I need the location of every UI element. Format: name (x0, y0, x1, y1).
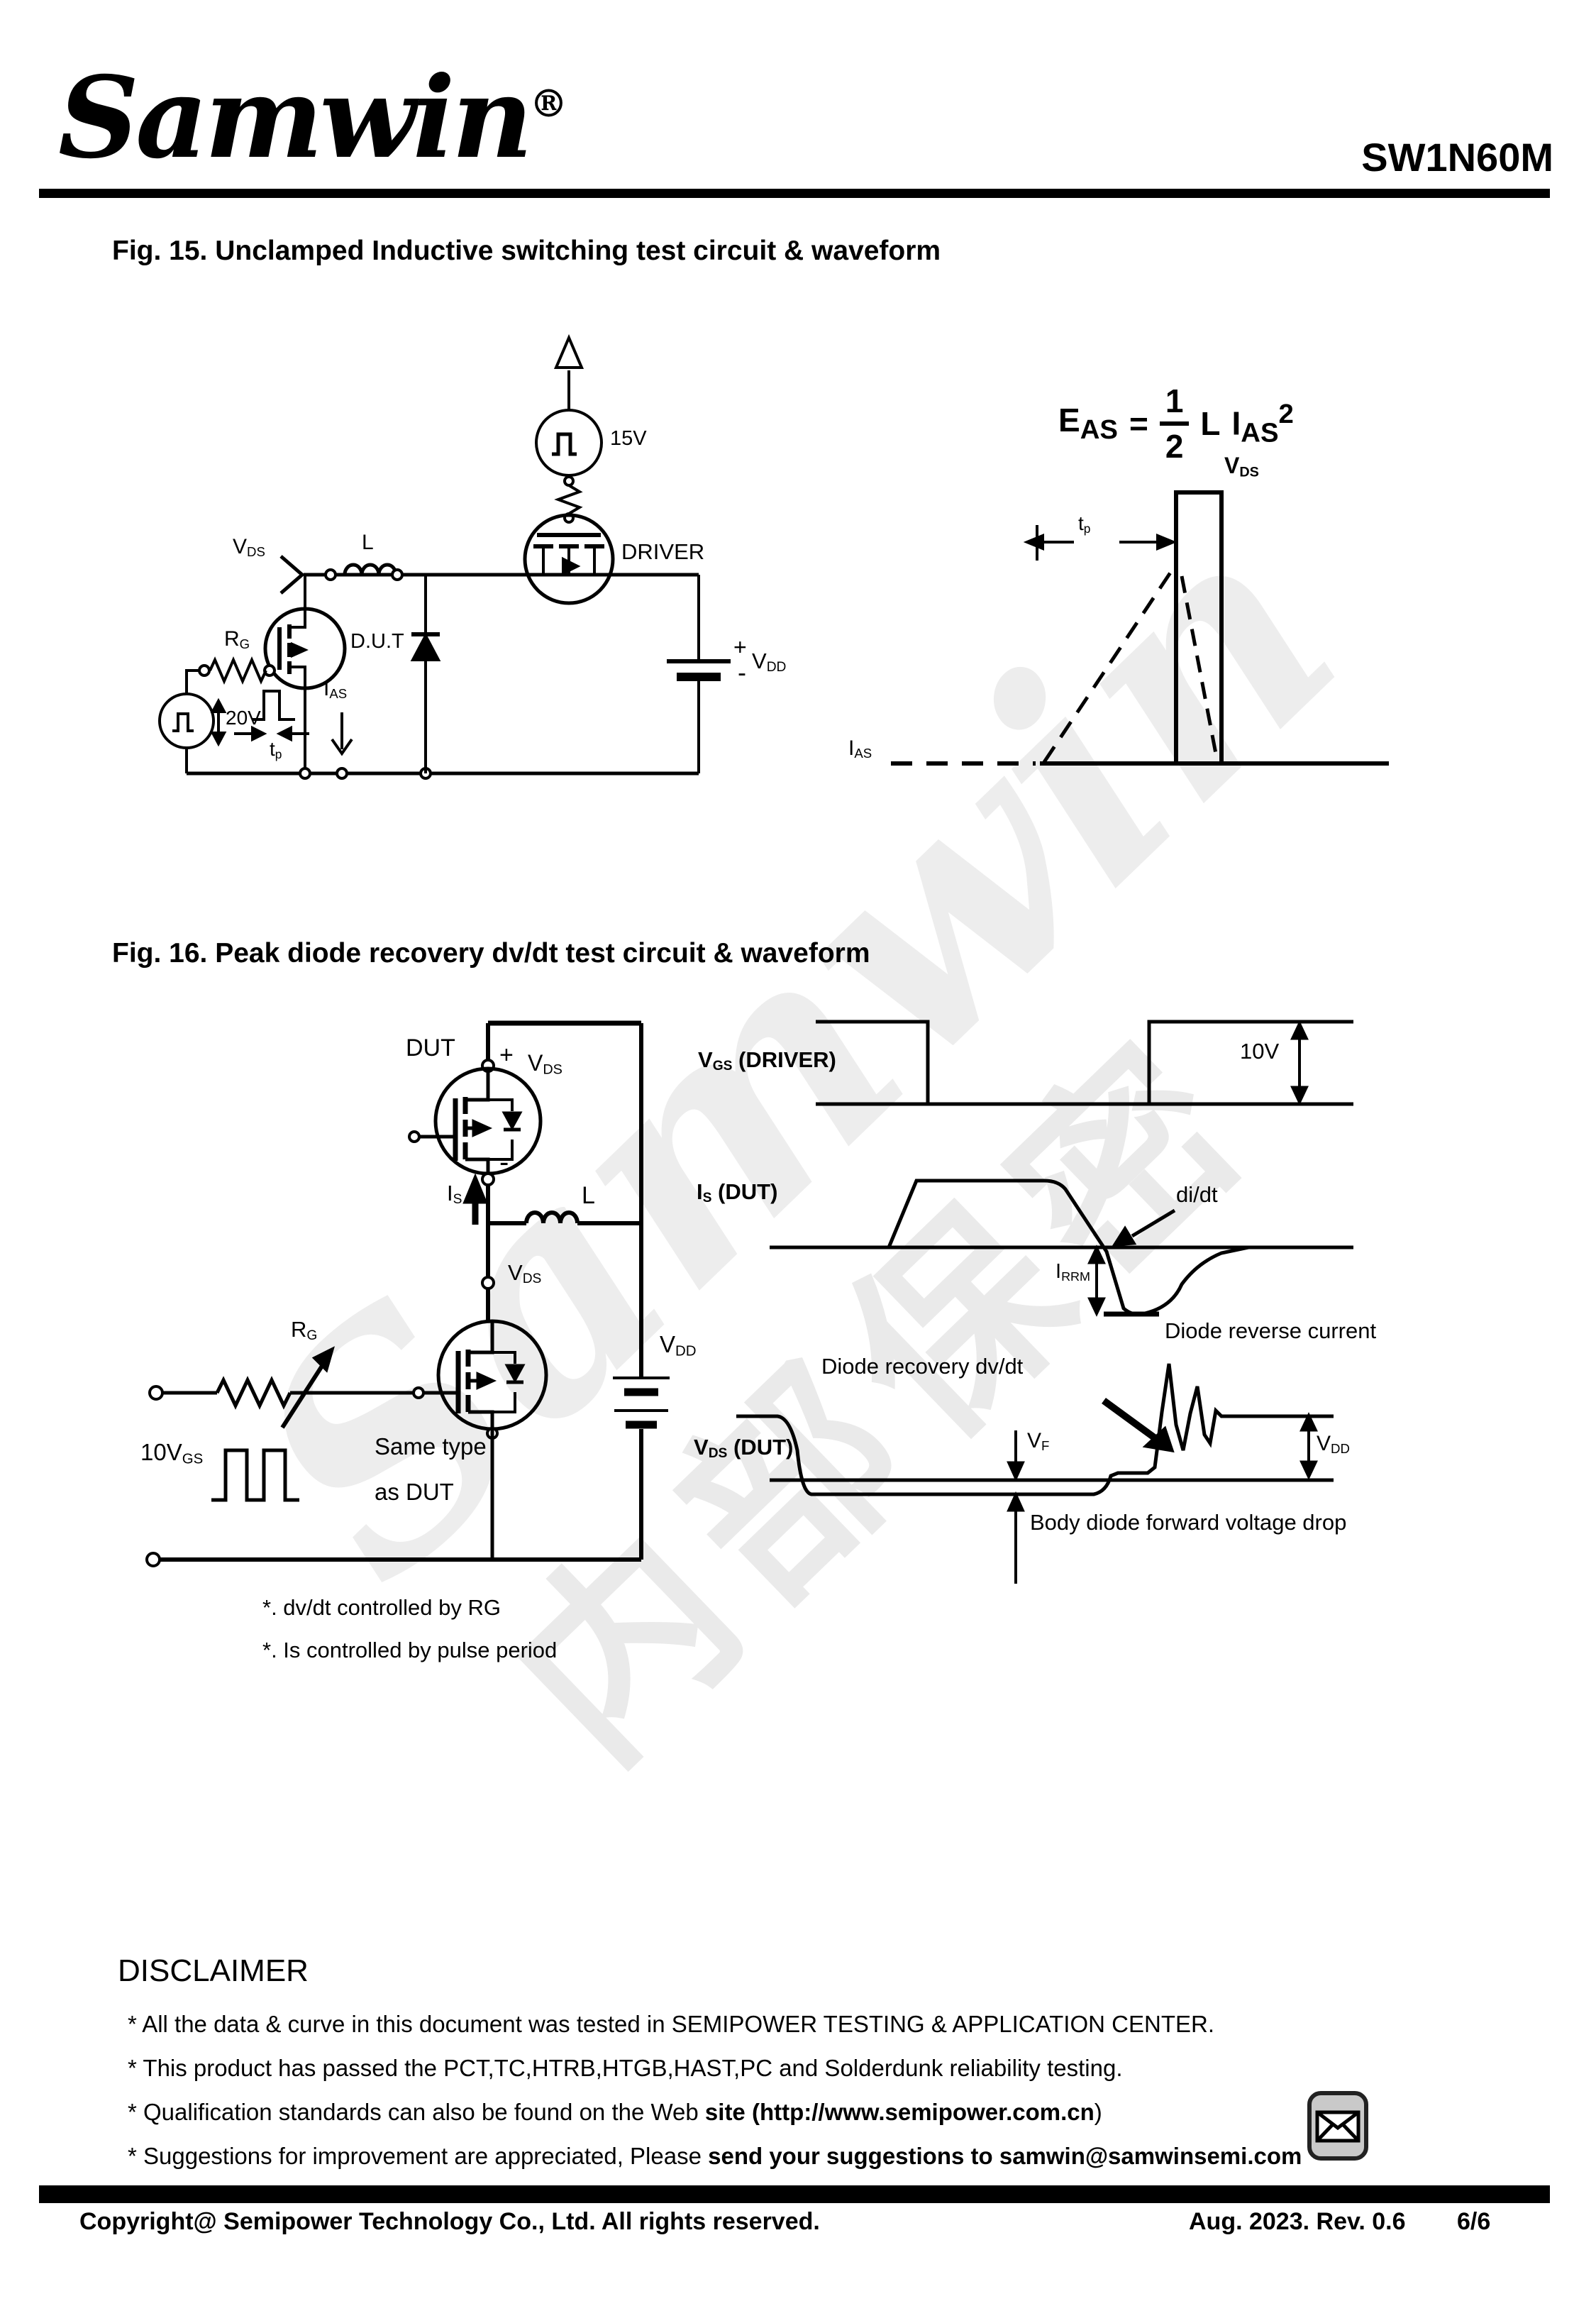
vds-probe-arrow-icon (279, 555, 305, 595)
dut-label: D.U.T (350, 630, 404, 653)
10v-label: 10V (1240, 1039, 1280, 1064)
fig16-rg-label: RG (291, 1317, 318, 1344)
rg-label: RG (224, 627, 250, 652)
ias-waveform-label: IAS (848, 737, 872, 761)
footer-copyright: Copyright@ Semipower Technology Co., Ltd… (79, 2208, 820, 2235)
fig16-circuit-and-waveform-graphic (145, 1020, 1353, 1584)
same-type-label: Same type (375, 1433, 487, 1460)
vgs-driver-label: VGS (DRIVER) (698, 1047, 836, 1074)
is-dut-waveform (770, 1179, 1353, 1317)
inductor-coil (343, 563, 398, 575)
dut-mosfet (263, 575, 347, 773)
tp-pulse-annotation (234, 690, 309, 742)
vdd-waveform-label: VDD (1317, 1432, 1350, 1457)
fig16-minus-label: - (499, 1147, 509, 1178)
company-logo: Samwin® (58, 53, 568, 184)
body-diode-label: Body diode forward voltage drop (1030, 1510, 1347, 1535)
vdd-label: VDD (752, 649, 787, 675)
footer-rule (39, 2185, 1550, 2203)
disclaimer-line-4: * Suggestions for improvement are apprec… (128, 2143, 1302, 2169)
vds-waveform-label: VDS (1224, 453, 1259, 480)
pulse-source-15v (535, 409, 603, 477)
rg-resistor (209, 656, 267, 685)
fig16-title: Fig. 16. Peak diode recovery dv/dt test … (112, 938, 870, 969)
fig16-rg-resistor (215, 1376, 292, 1410)
supply-arrow-icon (553, 333, 584, 410)
didt-label: di/dt (1176, 1182, 1218, 1207)
ias-circuit-label: IAS (323, 677, 348, 702)
variable-resistor-arrow-icon (280, 1346, 335, 1429)
header-rule (39, 189, 1550, 198)
same-type-mosfet (412, 1319, 548, 1560)
footer-page-number: 6/6 (1457, 2208, 1491, 2235)
disclaimer-line-2: * This product has passed the PCT,TC,HTR… (128, 2055, 1123, 2081)
20v-span-arrow-icon (210, 697, 227, 747)
diode-reverse-current-label: Diode reverse current (1165, 1318, 1377, 1343)
fig16-vds-mid-label: VDS (508, 1260, 542, 1287)
registered-mark-icon: ® (529, 81, 568, 126)
irrm-label: IRRM (1055, 1260, 1090, 1284)
tp-circuit-label: tp (270, 738, 282, 761)
v20-label: 20V (226, 707, 261, 729)
gate-resistor-squiggle (554, 484, 583, 515)
disclaimer-heading: DISCLAIMER (118, 1953, 309, 1988)
vdd-battery (667, 575, 731, 773)
mail-icon[interactable] (1307, 2090, 1369, 2165)
is-dut-label: IS (DUT) (697, 1179, 778, 1206)
fig15-waveform (891, 490, 1389, 766)
fig16-plus-label: + (499, 1042, 514, 1069)
fig16-is-label: IS (447, 1181, 462, 1208)
driver-mosfet (523, 513, 615, 605)
is-arrow-icon (462, 1173, 488, 1225)
fig16-note-1: *. dv/dt controlled by RG (262, 1595, 501, 1620)
v15-label: 15V (610, 427, 647, 450)
as-dut-label: as DUT (375, 1479, 454, 1505)
fig16-circuit (145, 1020, 1353, 1584)
battery-plus-label: + (733, 634, 747, 660)
fig16-vds-top-label: VDS (528, 1050, 563, 1078)
vf-label: VF (1027, 1429, 1050, 1454)
fig16-l-label: L (582, 1182, 595, 1209)
disclaimer-line-1: * All the data & curve in this document … (128, 2011, 1214, 2037)
clamp-diode (410, 575, 441, 773)
vds-dut-label: VDS (DUT) (694, 1435, 794, 1462)
vgs-squarewave-icon (211, 1448, 299, 1502)
disclaimer-line-3: * Qualification standards can also be fo… (128, 2099, 1102, 2125)
vds-label: VDS (233, 535, 265, 560)
fig16-vdd-battery (613, 1023, 670, 1560)
inductor-label: L (362, 531, 374, 554)
part-number: SW1N60M (1361, 135, 1553, 180)
fig15-circuit-and-waveform-graphic (158, 333, 1389, 780)
fig16-note-2: *. Is controlled by pulse period (262, 1638, 558, 1662)
fig16-dut-label: DUT (406, 1035, 455, 1061)
diode-recovery-label: Diode recovery dv/dt (821, 1354, 1024, 1379)
email-link[interactable]: send your suggestions to samwin@samwinse… (708, 2143, 1302, 2169)
vgs-driver-waveform (816, 1020, 1353, 1106)
fig15-title: Fig. 15. Unclamped Inductive switching t… (112, 236, 941, 266)
fig15-circuit (158, 333, 1389, 780)
vds-dut-waveform (736, 1363, 1334, 1584)
tp-waveform-label: tp (1078, 512, 1091, 536)
driver-label: DRIVER (621, 539, 705, 564)
pulse-source-20v (158, 693, 215, 773)
fig16-vdd-label: VDD (660, 1331, 697, 1359)
footer-revision: Aug. 2023. Rev. 0.6 (1189, 2208, 1406, 2235)
ias-arrow-icon (331, 712, 353, 756)
fig16-inductor (488, 1210, 641, 1225)
fig16-dut-mosfet (408, 1066, 543, 1176)
battery-minus-label: - (738, 658, 746, 687)
fig16-10vgs-label: 10VGS (140, 1439, 204, 1467)
website-link[interactable]: site (http://www.semipower.com.cn (704, 2099, 1095, 2125)
